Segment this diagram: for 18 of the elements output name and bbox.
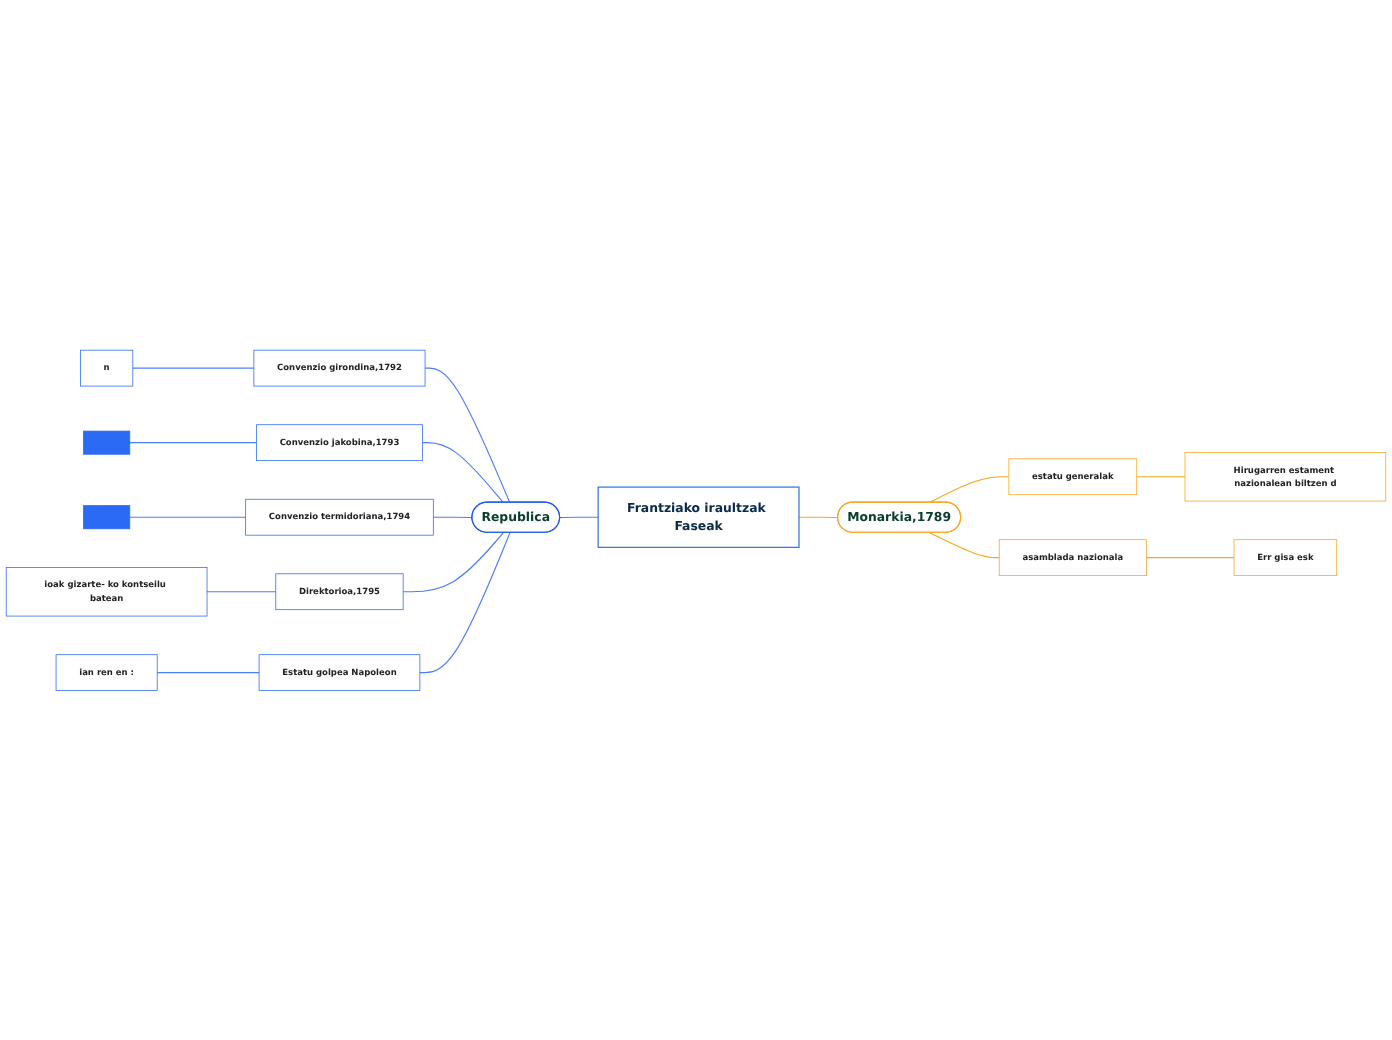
connector (419, 531, 511, 673)
connector (1136, 475, 1186, 477)
connector (929, 531, 1000, 558)
connector (1145, 556, 1235, 558)
connector (132, 367, 255, 369)
connector (129, 516, 247, 518)
connector (798, 516, 839, 518)
connector (424, 367, 511, 503)
node-bar (83, 430, 131, 455)
connector (206, 590, 277, 592)
connector (129, 441, 258, 443)
connector (402, 531, 504, 592)
node-bar (83, 504, 131, 529)
connector (156, 671, 260, 673)
connector (432, 516, 473, 518)
connector (421, 441, 504, 503)
connector (929, 475, 1010, 503)
connector (559, 516, 599, 518)
